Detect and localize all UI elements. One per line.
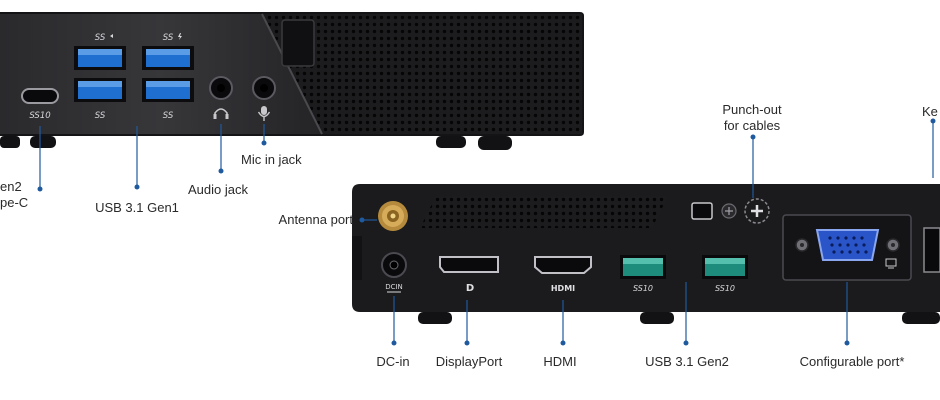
label-punch-out-line1: Punch-out (722, 102, 782, 117)
power-button (281, 19, 315, 67)
monitor-icon (885, 258, 897, 267)
displayport-port (439, 256, 499, 273)
lightning-icon (178, 33, 182, 40)
label-mic-in-jack: Mic in jack (241, 152, 302, 167)
leader-lines (39, 122, 934, 342)
label-gen2-typec-line2: pe-C (0, 195, 29, 210)
rear-vent (420, 196, 668, 228)
usb31-gen2-port-2 (702, 255, 748, 279)
front-brushed-panel (0, 14, 322, 134)
kensington-slot (691, 202, 713, 220)
mic-jack-port (252, 76, 276, 100)
audio-jack-port (209, 76, 233, 100)
label-dc-in: DC-in (376, 354, 410, 369)
dp-mark: D (466, 283, 474, 294)
front-vent-grille (262, 14, 582, 134)
front-unit: SS SS SS SS SS10 (0, 12, 584, 150)
usb-type-c-port (21, 88, 59, 104)
usb3-port-bottom-left (74, 78, 126, 102)
label-usb31-gen1: USB 3.1 Gen1 (95, 200, 179, 215)
label-configurable-port: Configurable port* (799, 354, 905, 369)
microphone-icon (257, 106, 271, 121)
antenna-connector (378, 201, 408, 231)
label-punch-out-line2: for cables (723, 118, 781, 133)
ss-mark-2: SS (95, 111, 106, 121)
ss-mark-1: SS (95, 33, 106, 43)
label-displayport: DisplayPort (435, 354, 503, 369)
rear-unit: DCIN D HDMI SS10 (352, 184, 940, 324)
dcin-mark: DCIN (385, 283, 403, 291)
dc-in-port (381, 252, 407, 278)
ss10-mark-rear-2: SS10 (715, 284, 735, 293)
hdmi-mark: HDMI (551, 284, 575, 293)
usb3-port-top-left (74, 46, 126, 70)
ss10-mark-front: SS10 (29, 111, 50, 121)
lan-port-partial (923, 227, 940, 273)
usb3-port-bottom-right (142, 78, 194, 102)
label-ke-cut: Ke (922, 104, 938, 119)
ss-mark-3: SS (163, 111, 174, 121)
label-usb31-gen2: USB 3.1 Gen2 (645, 354, 729, 369)
punch-out-hole (744, 198, 770, 224)
ss10-mark-rear-1: SS10 (633, 284, 653, 293)
ss-mark-charge: SS (163, 33, 174, 43)
label-hdmi: HDMI (543, 354, 577, 369)
configurable-port-module (782, 214, 912, 281)
usb3-port-top-right (142, 46, 194, 70)
label-audio-jack: Audio jack (188, 182, 248, 197)
label-gen2-typec-line1: en2 (0, 179, 22, 194)
headphone-icon (213, 108, 229, 119)
label-antenna-port: Antenna port (278, 212, 353, 227)
usb31-gen2-port-1 (620, 255, 666, 279)
punch-out-screw (721, 203, 737, 219)
hdmi-port (534, 256, 592, 274)
